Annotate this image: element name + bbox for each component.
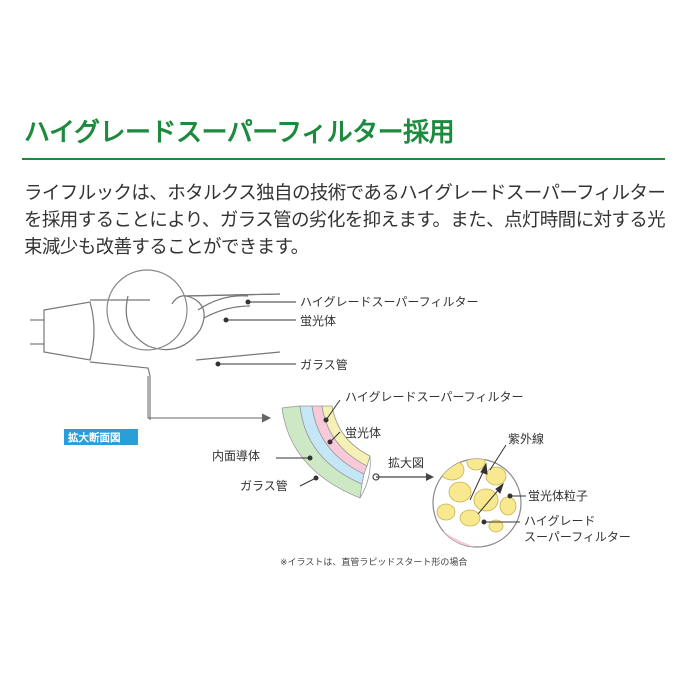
cross-section-layers [281,405,371,499]
lamp-tube-illustration [30,269,281,420]
zoom-label: 拡大図 [388,456,424,470]
lamp-label-filter: ハイグレードスーパーフィルター [300,295,478,309]
lamp-label-phosphor: 蛍光体 [300,314,336,328]
lamp-tube-body [89,293,281,420]
magnified-leaders [481,444,526,525]
lamp-label-glass: ガラス管 [300,357,348,372]
magnifier-circle [106,269,188,351]
phosphor-particles [436,459,517,533]
lamp-end-cap [43,301,95,361]
magnified-label-filter-line1: ハイグレード [524,514,596,528]
magnified-view [432,444,526,548]
zoom-arrow: 拡大図 [372,456,434,481]
layer-phosphor [321,405,371,467]
cross-section-leaders [276,399,341,487]
description-text: ライフルックは、ホタルクス独自の技術であるハイグレードスーパーフィルターを採用す… [24,183,666,258]
section-connector [147,376,272,423]
footnote: ※イラストは、直管ラピッドスタート形の場合 [280,556,467,568]
section-label-phosphor: 蛍光体 [345,426,381,440]
badge-label: 拡大断面図 [68,431,121,444]
magnified-label-particle: 蛍光体粒子 [528,488,588,503]
lamp-cutaway [125,295,205,351]
section-label-glass: ガラス管 [240,478,288,493]
title-underline [22,158,665,160]
cross-section-badge: 拡大断面図 [64,429,138,445]
page-title: ハイグレードスーパーフィルター採用 [24,118,455,148]
lamp-pins [30,319,44,345]
magnified-label-filter-line2: スーパーフィルター [524,530,631,544]
magnified-label-uv: 紫外線 [508,431,544,446]
section-label-filter: ハイグレードスーパーフィルター [345,390,523,404]
section-label-inner-conductor: 内面導体 [212,449,260,463]
lamp-leaders [215,299,296,367]
uv-arrows [469,462,504,515]
